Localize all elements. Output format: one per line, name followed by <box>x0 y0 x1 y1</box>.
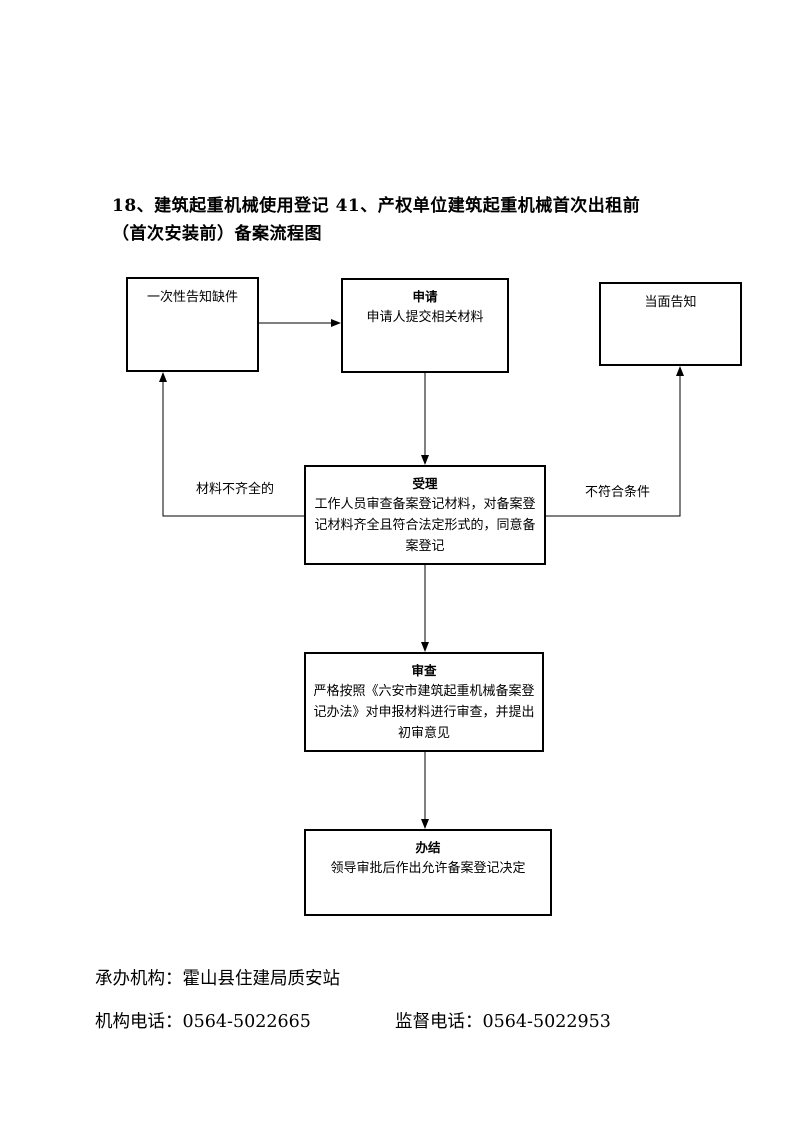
node-missing-body: 一次性告知缺件 <box>146 290 238 305</box>
footer-organization: 承办机构：霍山县住建局质安站 <box>95 969 340 989</box>
edge-label-nonconform: 不符合条件 <box>585 485 651 500</box>
footer-supervise-phone: 监督电话：0564-5022953 <box>395 1012 611 1032</box>
node-accept-header: 受理 <box>412 476 438 491</box>
node-review-body: 严格按照《六安市建筑起重机械备案登记办法》对申报材料进行审查，并提出初审意见 <box>313 684 535 741</box>
node-accept-body: 工作人员审查备案登记材料，对备案登记材料齐全且符合法定形式的，同意备案登记 <box>314 497 536 554</box>
edge-accept-to-notify <box>546 366 684 517</box>
node-notify-body: 当面告知 <box>644 295 697 310</box>
footer-org-phone: 机构电话：0564-5022665 <box>95 1012 311 1032</box>
page-title-line2: （首次安装前）备案流程图 <box>112 224 322 244</box>
page-title: 18、建筑起重机械使用登记 41、产权单位建筑起重机械首次出租前 <box>112 196 641 216</box>
edge-label-incomplete: 材料不齐全的 <box>196 482 275 497</box>
node-finish-header: 办结 <box>415 840 441 855</box>
node-face-notify: 当面告知 <box>599 282 742 366</box>
node-apply-body: 申请人提交相关材料 <box>366 310 484 325</box>
node-finish-body: 领导审批后作出允许备案登记决定 <box>330 861 526 876</box>
node-accept: 受理 工作人员审查备案登记材料，对备案登记材料齐全且符合法定形式的，同意备案登记 <box>304 465 546 565</box>
node-apply: 申请 申请人提交相关材料 <box>341 278 509 373</box>
node-review: 审查 严格按照《六安市建筑起重机械备案登记办法》对申报材料进行审查，并提出初审意… <box>304 652 544 752</box>
node-finish: 办结 领导审批后作出允许备案登记决定 <box>304 829 552 916</box>
node-apply-header: 申请 <box>412 289 438 304</box>
edge-accept-to-missing <box>159 372 304 517</box>
node-missing-notice: 一次性告知缺件 <box>126 277 259 372</box>
node-review-header: 审查 <box>411 663 437 678</box>
